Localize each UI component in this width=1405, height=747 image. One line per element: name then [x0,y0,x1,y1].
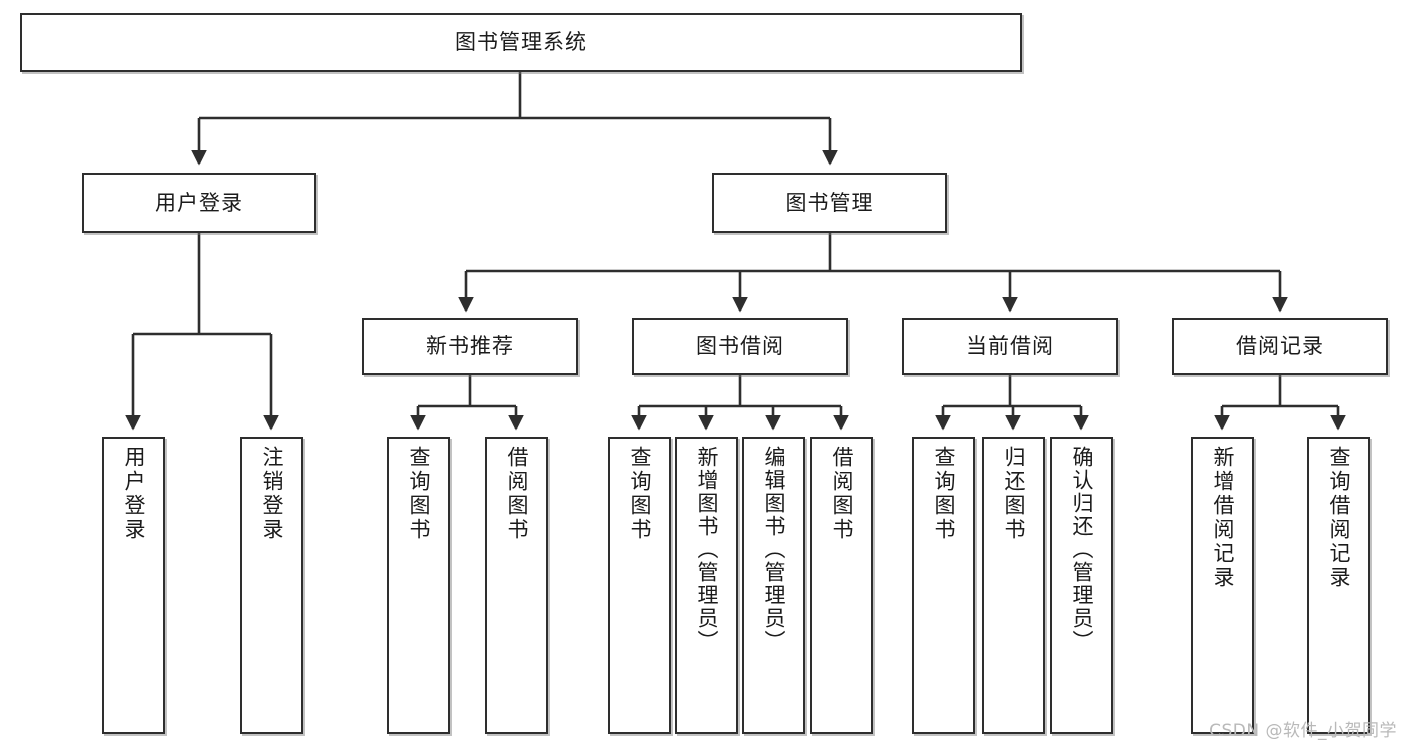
node-leaf-query-record[interactable]: 查询借阅记录 [1307,437,1370,734]
node-leaf-add-book[interactable]: 新增图书（管理员） [675,437,738,734]
node-leaf-borrow-book-b[interactable]: 借阅图书 [810,437,873,734]
node-leaf-query-book-c-label: 查询图书 [932,446,956,542]
node-new-book-recommendation-label: 新书推荐 [426,334,514,359]
node-new-book-recommendation[interactable]: 新书推荐 [362,318,578,375]
node-leaf-query-book-a-label: 查询图书 [407,446,431,542]
node-leaf-confirm-return-label: 确认归还（管理员） [1070,446,1094,653]
node-leaf-logout-label: 注销登录 [260,446,284,542]
node-current-borrow[interactable]: 当前借阅 [902,318,1118,375]
node-leaf-query-book-a[interactable]: 查询图书 [387,437,450,734]
node-leaf-query-book-b-label: 查询图书 [628,446,652,542]
node-leaf-user-login[interactable]: 用户登录 [102,437,165,734]
node-root[interactable]: 图书管理系统 [20,13,1022,72]
node-book-manage-label: 图书管理 [785,190,874,215]
node-leaf-logout[interactable]: 注销登录 [240,437,303,734]
node-leaf-edit-book[interactable]: 编辑图书（管理员） [742,437,805,734]
node-leaf-query-record-label: 查询借阅记录 [1327,446,1351,590]
node-user-login-label: 用户登录 [155,190,243,215]
node-borrow-record-label: 借阅记录 [1236,334,1324,359]
node-leaf-add-record[interactable]: 新增借阅记录 [1191,437,1254,734]
node-leaf-add-book-label: 新增图书（管理员） [695,446,719,653]
node-leaf-user-login-label: 用户登录 [122,446,146,542]
watermark: CSDN @软件_小贺同学 [1209,721,1397,741]
node-book-borrow[interactable]: 图书借阅 [632,318,848,375]
node-leaf-query-book-b[interactable]: 查询图书 [608,437,671,734]
node-leaf-return-book-label: 归还图书 [1002,446,1026,542]
node-leaf-borrow-book-a[interactable]: 借阅图书 [485,437,548,734]
node-leaf-return-book[interactable]: 归还图书 [982,437,1045,734]
node-leaf-borrow-book-a-label: 借阅图书 [505,446,529,542]
node-user-login[interactable]: 用户登录 [82,173,316,233]
node-borrow-record[interactable]: 借阅记录 [1172,318,1388,375]
node-book-manage[interactable]: 图书管理 [712,173,947,233]
node-leaf-borrow-book-b-label: 借阅图书 [830,446,854,542]
node-leaf-query-book-c[interactable]: 查询图书 [912,437,975,734]
node-leaf-edit-book-label: 编辑图书（管理员） [762,446,786,653]
node-current-borrow-label: 当前借阅 [966,334,1054,359]
node-leaf-confirm-return[interactable]: 确认归还（管理员） [1050,437,1113,734]
node-book-borrow-label: 图书借阅 [696,334,784,359]
node-leaf-add-record-label: 新增借阅记录 [1211,446,1235,590]
node-root-label: 图书管理系统 [455,30,587,55]
